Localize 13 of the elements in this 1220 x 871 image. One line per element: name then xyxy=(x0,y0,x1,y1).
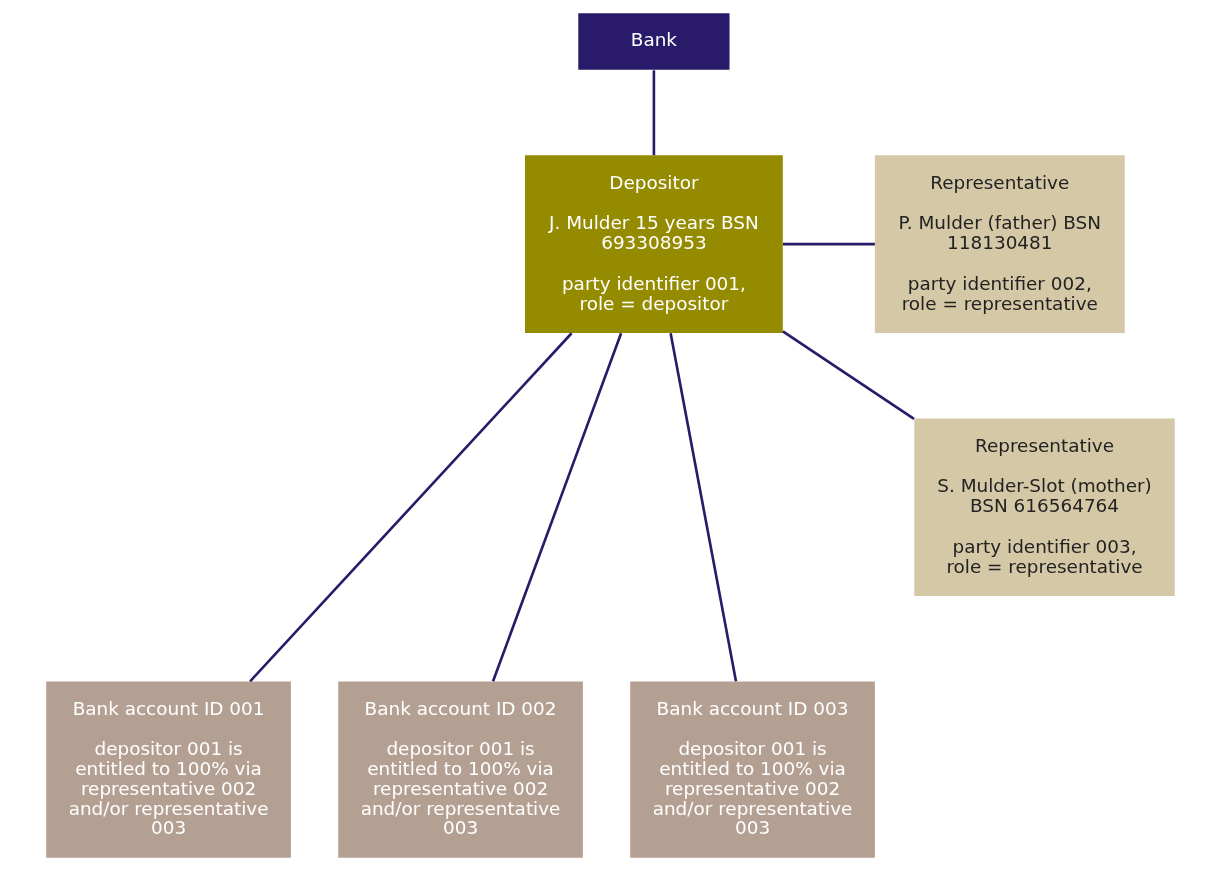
node-box: Bank xyxy=(577,13,730,70)
node-box: Depositor J. Mulder 15 years BSN 693308953 party identifier 001, role = depositor xyxy=(524,155,783,333)
node-box: Representative P. Mulder (father) BSN 118130481 party identifier 002, role = representative xyxy=(874,155,1125,333)
node-box: Bank account ID 003 depositor 001 is entitled to 100% via representative 002 and/or representative 003 xyxy=(629,681,875,858)
connector xyxy=(668,333,737,682)
node-box: Representative S. Mulder-Slot (mother) BSN 616564764 party identifier 003, role = representative xyxy=(913,418,1175,596)
connector xyxy=(652,70,655,156)
connector xyxy=(782,242,875,246)
node-box: Bank account ID 001 depositor 001 is entitled to 100% via representative 002 and/or representative 003 xyxy=(45,681,291,858)
node-box: Bank account ID 002 depositor 001 is entitled to 100% via representative 002 and/or representative 003 xyxy=(337,681,583,858)
connector xyxy=(781,330,915,420)
connector xyxy=(491,332,622,682)
connector xyxy=(248,332,573,683)
